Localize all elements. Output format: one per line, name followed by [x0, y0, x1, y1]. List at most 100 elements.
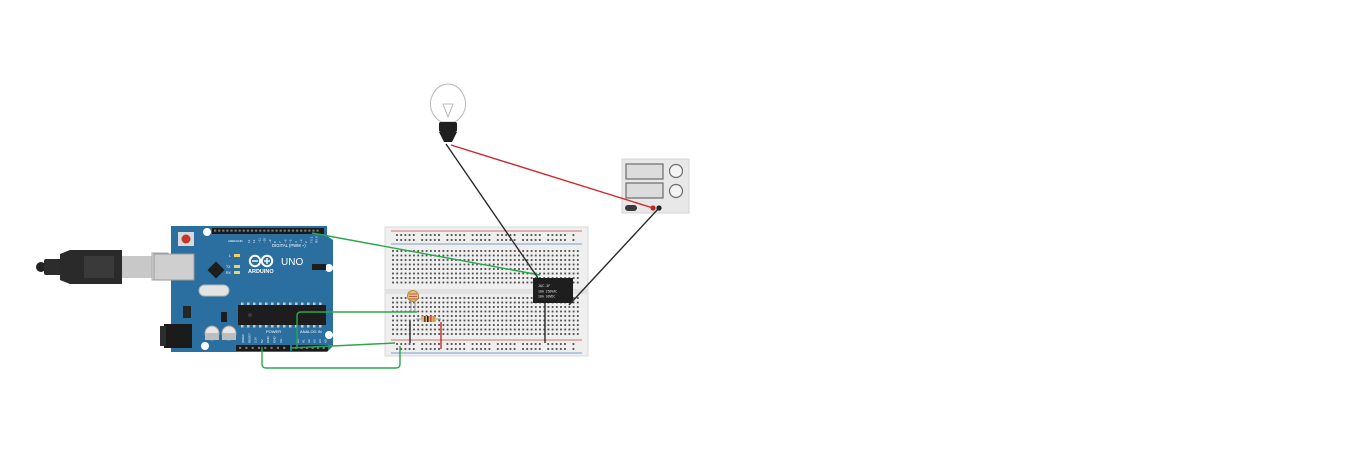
- rail-hole[interactable]: [555, 348, 558, 350]
- breadboard-hole[interactable]: [564, 315, 567, 317]
- breadboard-hole[interactable]: [421, 259, 424, 261]
- breadboard-hole[interactable]: [471, 254, 474, 257]
- rail-hole[interactable]: [505, 343, 508, 345]
- breadboard-hole[interactable]: [539, 250, 541, 252]
- breadboard-hole[interactable]: [442, 259, 445, 261]
- breadboard-hole[interactable]: [547, 259, 550, 261]
- breadboard-hole[interactable]: [497, 333, 499, 335]
- rail-hole[interactable]: [463, 239, 466, 241]
- breadboard-hole[interactable]: [564, 333, 567, 335]
- rail-hole[interactable]: [475, 343, 478, 345]
- header-pin[interactable]: [255, 229, 258, 232]
- breadboard-hole[interactable]: [438, 297, 441, 299]
- breadboard-hole[interactable]: [501, 328, 504, 331]
- rail-hole[interactable]: [404, 239, 407, 241]
- breadboard-hole[interactable]: [480, 281, 483, 284]
- breadboard-hole[interactable]: [543, 310, 546, 313]
- breadboard-hole[interactable]: [396, 306, 399, 308]
- header-pin[interactable]: [311, 346, 314, 349]
- breadboard-hole[interactable]: [463, 281, 466, 284]
- breadboard-hole[interactable]: [400, 263, 403, 266]
- breadboard-hole[interactable]: [505, 259, 508, 261]
- breadboard[interactable]: [384, 226, 589, 357]
- rail-hole[interactable]: [538, 343, 541, 345]
- rail-hole[interactable]: [400, 348, 403, 350]
- breadboard-hole[interactable]: [509, 324, 512, 326]
- breadboard-hole[interactable]: [543, 306, 546, 308]
- breadboard-hole[interactable]: [450, 333, 453, 335]
- breadboard-hole[interactable]: [404, 277, 407, 279]
- breadboard-hole[interactable]: [526, 328, 529, 331]
- rail-hole[interactable]: [463, 343, 466, 345]
- breadboard-hole[interactable]: [417, 333, 420, 335]
- breadboard-hole[interactable]: [551, 268, 554, 270]
- rail-hole[interactable]: [421, 239, 424, 241]
- rail-hole[interactable]: [471, 343, 474, 345]
- breadboard-hole[interactable]: [413, 333, 415, 335]
- breadboard-hole[interactable]: [539, 315, 541, 317]
- breadboard-hole[interactable]: [450, 306, 453, 308]
- breadboard-hole[interactable]: [463, 328, 466, 331]
- breadboard-hole[interactable]: [530, 250, 533, 252]
- breadboard-hole[interactable]: [438, 259, 441, 261]
- breadboard-hole[interactable]: [576, 277, 579, 279]
- breadboard-hole[interactable]: [488, 315, 491, 317]
- breadboard-hole[interactable]: [438, 277, 441, 279]
- breadboard-hole[interactable]: [463, 301, 466, 304]
- breadboard-hole[interactable]: [543, 333, 546, 335]
- breadboard-hole[interactable]: [492, 328, 495, 331]
- breadboard-hole[interactable]: [518, 272, 520, 275]
- breadboard-hole[interactable]: [413, 272, 415, 275]
- breadboard-hole[interactable]: [505, 324, 508, 326]
- breadboard-hole[interactable]: [564, 319, 567, 322]
- rail-hole[interactable]: [408, 239, 411, 241]
- breadboard-hole[interactable]: [488, 310, 491, 313]
- breadboard-hole[interactable]: [438, 254, 441, 257]
- header-pin[interactable]: [214, 229, 217, 232]
- breadboard-hole[interactable]: [442, 263, 445, 266]
- breadboard-hole[interactable]: [492, 277, 495, 279]
- breadboard-hole[interactable]: [526, 277, 529, 279]
- breadboard-hole[interactable]: [547, 315, 550, 317]
- rail-hole[interactable]: [396, 239, 398, 241]
- breadboard-hole[interactable]: [396, 324, 399, 326]
- breadboard-hole[interactable]: [417, 315, 420, 317]
- breadboard-hole[interactable]: [429, 324, 432, 326]
- breadboard-hole[interactable]: [555, 306, 558, 308]
- wire-red-bulb-supply[interactable]: [450, 144, 654, 209]
- rail-hole[interactable]: [538, 348, 541, 350]
- rail-hole[interactable]: [526, 348, 529, 350]
- breadboard-hole[interactable]: [543, 254, 546, 257]
- breadboard-hole[interactable]: [547, 306, 550, 308]
- rail-hole[interactable]: [480, 348, 482, 350]
- breadboard-hole[interactable]: [459, 254, 462, 257]
- breadboard-hole[interactable]: [488, 333, 491, 335]
- breadboard-hole[interactable]: [539, 319, 541, 322]
- breadboard-hole[interactable]: [413, 328, 415, 331]
- breadboard-hole[interactable]: [572, 315, 575, 317]
- photoresistor-icon[interactable]: [407, 290, 419, 313]
- breadboard-hole[interactable]: [400, 277, 403, 279]
- breadboard-hole[interactable]: [497, 272, 499, 275]
- breadboard-hole[interactable]: [555, 333, 558, 335]
- breadboard-hole[interactable]: [572, 281, 575, 284]
- breadboard-hole[interactable]: [471, 259, 474, 261]
- breadboard-hole[interactable]: [518, 281, 520, 284]
- breadboard-hole[interactable]: [509, 333, 512, 335]
- breadboard-hole[interactable]: [459, 319, 462, 322]
- breadboard-hole[interactable]: [413, 263, 415, 266]
- breadboard-hole[interactable]: [513, 254, 516, 257]
- breadboard-hole[interactable]: [442, 301, 445, 304]
- breadboard-hole[interactable]: [534, 333, 537, 335]
- breadboard-hole[interactable]: [488, 259, 491, 261]
- breadboard-hole[interactable]: [434, 310, 436, 313]
- breadboard-hole[interactable]: [438, 263, 441, 266]
- breadboard-hole[interactable]: [509, 250, 512, 252]
- breadboard-hole[interactable]: [413, 277, 415, 279]
- breadboard-hole[interactable]: [396, 259, 399, 261]
- rail-hole[interactable]: [475, 234, 478, 236]
- breadboard-hole[interactable]: [455, 281, 457, 284]
- breadboard-hole[interactable]: [480, 315, 483, 317]
- breadboard-hole[interactable]: [513, 277, 516, 279]
